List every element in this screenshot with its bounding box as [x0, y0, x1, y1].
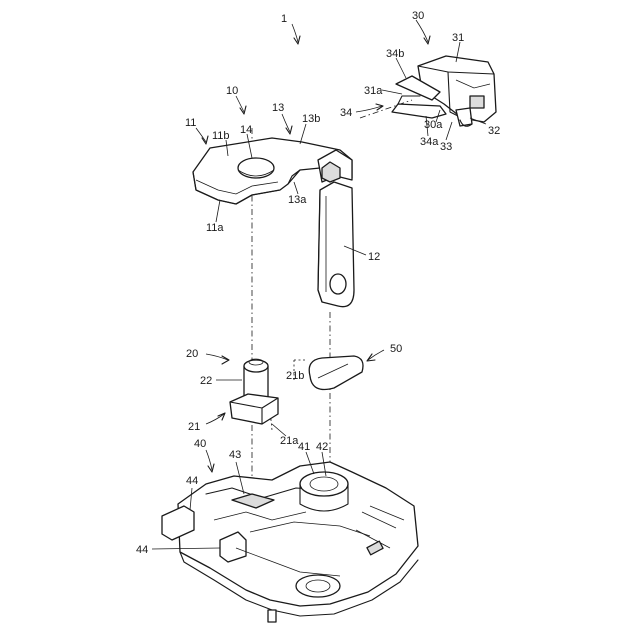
- leader-30: [416, 20, 428, 42]
- ref-21b: 21b: [286, 370, 304, 382]
- ref-13: 13: [272, 102, 284, 114]
- ref-30: 30: [412, 10, 424, 22]
- leader-13b: [300, 124, 306, 144]
- case-pin: [268, 610, 276, 622]
- post-top-22: [244, 360, 268, 372]
- bolt-hole-14: [238, 158, 274, 178]
- ref-43: 43: [229, 449, 241, 461]
- ref-13a: 13a: [288, 194, 307, 206]
- ref-42: 42: [316, 441, 328, 453]
- leader-34b: [396, 58, 406, 78]
- ref-44-upper: 44: [186, 475, 198, 487]
- leader-11: [196, 128, 206, 142]
- ref-30a: 30a: [424, 119, 443, 131]
- boss-41: [300, 472, 348, 496]
- leg-12-hole: [330, 274, 346, 294]
- ref-21a: 21a: [280, 435, 299, 447]
- housing-window: [470, 96, 484, 108]
- case-40: [162, 462, 418, 622]
- ref-41: 41: [298, 441, 310, 453]
- terminal-34-bridge: [398, 96, 420, 104]
- ref-20: 20: [186, 348, 198, 360]
- leader-10: [236, 96, 244, 112]
- ref-34b: 34b: [386, 48, 404, 60]
- leader-21: [206, 414, 224, 424]
- ref-33: 33: [440, 141, 452, 153]
- lower-boss: [296, 575, 340, 597]
- ref-22: 22: [200, 375, 212, 387]
- ref-12: 12: [368, 251, 380, 263]
- terminal-post: [230, 359, 278, 424]
- leader-50: [368, 350, 384, 360]
- spacer-50: [309, 356, 363, 390]
- ref-11: 11: [185, 117, 196, 129]
- ref-50: 50: [390, 343, 402, 355]
- ref-13b: 13b: [302, 113, 320, 125]
- ref-44-lower: 44: [136, 544, 148, 556]
- spacer-body: [309, 356, 363, 390]
- ref-31a: 31a: [364, 85, 383, 97]
- leader-33: [446, 122, 452, 140]
- ref-31: 31: [452, 32, 464, 44]
- ref-32: 32: [488, 125, 500, 137]
- ref-34: 34: [340, 107, 352, 119]
- ref-11a: 11a: [206, 222, 224, 234]
- leader-31a: [382, 90, 402, 94]
- ref-21: 21: [188, 421, 200, 433]
- ref-40: 40: [194, 438, 206, 450]
- contact-33: [456, 108, 472, 126]
- sensor-unit: [392, 56, 496, 126]
- leader-13: [282, 114, 290, 132]
- ref-10: 10: [226, 85, 238, 97]
- ref-11b: 11b: [212, 130, 230, 142]
- ref-34a: 34a: [420, 136, 439, 148]
- ref-14: 14: [240, 124, 252, 136]
- arrow-20: [222, 356, 229, 364]
- ref-1: 1: [281, 13, 287, 25]
- leader-11a: [216, 200, 220, 222]
- leader-13a: [294, 182, 298, 194]
